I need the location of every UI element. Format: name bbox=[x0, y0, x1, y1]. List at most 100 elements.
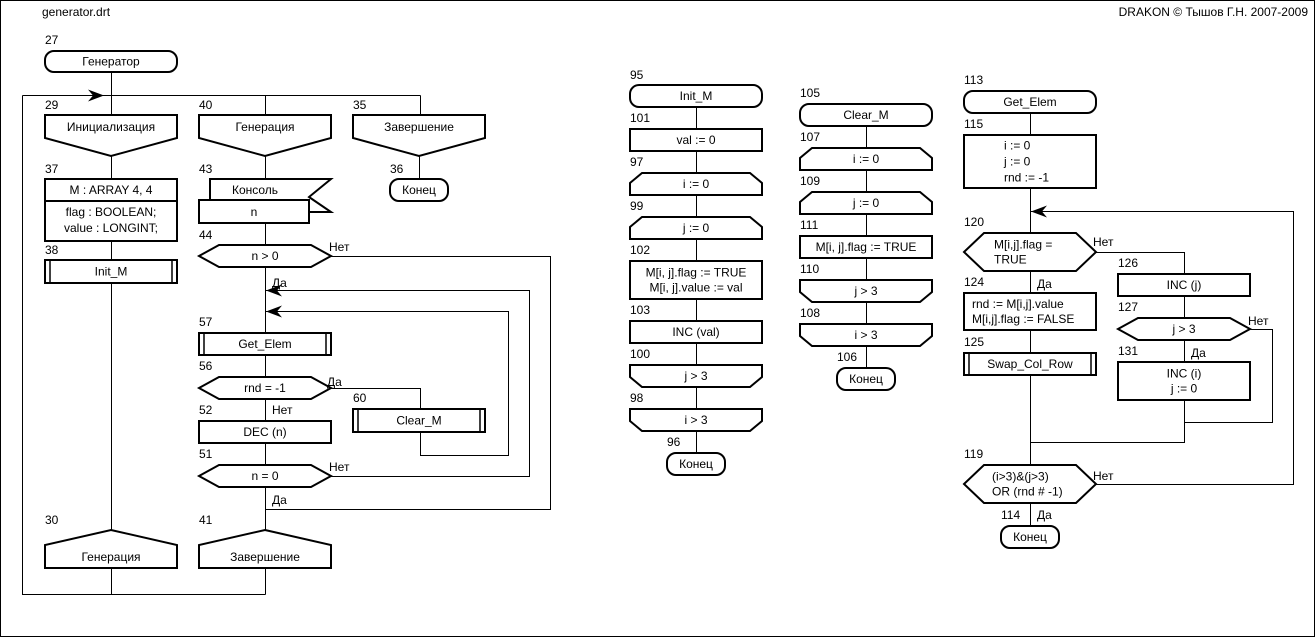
terminator-shape bbox=[836, 367, 896, 391]
node-number: 108 bbox=[800, 306, 820, 320]
loop-start-shape bbox=[629, 216, 763, 240]
node-text: j > 3 bbox=[853, 284, 877, 298]
loop-end-110[interactable]: 110 j > 3 bbox=[799, 262, 933, 303]
connector-line bbox=[1184, 329, 1273, 423]
branch-label: Нет bbox=[329, 460, 350, 474]
node-number: 29 bbox=[45, 98, 59, 112]
branch-header-shape bbox=[198, 114, 332, 158]
node-text: Конец bbox=[402, 183, 436, 197]
node-text: M : ARRAY 4, 4 bbox=[70, 183, 153, 197]
action-shape bbox=[198, 420, 332, 444]
subroutine-call-shape bbox=[198, 332, 332, 356]
action-shape bbox=[629, 320, 763, 344]
node-text: INC (i) bbox=[1167, 367, 1202, 381]
question-shape bbox=[962, 464, 1098, 504]
node-text: i := 0 bbox=[683, 177, 710, 191]
action-shape bbox=[799, 235, 933, 259]
question-shape bbox=[196, 244, 334, 268]
node-number: 36 bbox=[390, 162, 404, 176]
node-number: 40 bbox=[199, 98, 213, 112]
connector-line bbox=[1030, 211, 1294, 485]
branch-label: Да bbox=[327, 375, 342, 389]
connector-line bbox=[22, 95, 266, 595]
terminator-shape bbox=[963, 90, 1097, 114]
terminator-shape bbox=[666, 452, 726, 476]
node-text: i > 3 bbox=[854, 328, 877, 342]
branch-label: Да bbox=[272, 276, 287, 290]
loop-end-98[interactable]: 98i > 3 bbox=[629, 391, 763, 432]
terminator-shape bbox=[1000, 525, 1060, 549]
node-number: 96 bbox=[667, 435, 681, 449]
node-text: i := 0 bbox=[1004, 139, 1031, 153]
branch-address-shape bbox=[44, 528, 178, 569]
node-number: 35 bbox=[353, 98, 367, 112]
branch-label: Нет bbox=[1248, 314, 1269, 328]
node-text: n = 0 bbox=[251, 469, 278, 483]
node-number: 125 bbox=[964, 335, 984, 349]
subroutine-call-shape bbox=[352, 408, 486, 433]
loop-end-108[interactable]: 108 i > 3 bbox=[799, 306, 933, 347]
node-text: Завершение bbox=[384, 120, 454, 134]
node-text: rnd := -1 bbox=[1004, 171, 1049, 185]
subroutine-call-shape bbox=[44, 259, 178, 284]
loop-start-shape bbox=[629, 172, 763, 196]
node-text: n bbox=[251, 205, 258, 219]
arrow-icon bbox=[266, 305, 282, 318]
node-text: Генерация bbox=[81, 550, 140, 564]
node-text: j := 0 bbox=[1170, 382, 1198, 396]
node-number: 27 bbox=[45, 33, 59, 47]
question-44[interactable]: 44n > 0 bbox=[196, 228, 334, 268]
loop-start-97[interactable]: 97i := 0 bbox=[629, 155, 763, 196]
node-text: val := 0 bbox=[676, 133, 715, 147]
loop-start-99[interactable]: 99j := 0 bbox=[629, 199, 763, 240]
node-number: 57 bbox=[199, 315, 213, 329]
question-119[interactable]: 119(i>3)&(j>3)OR (rnd # -1) bbox=[962, 447, 1098, 504]
node-number: 98 bbox=[630, 391, 644, 405]
node-text: Init_M bbox=[680, 89, 713, 103]
action-shape bbox=[963, 292, 1097, 331]
node-text: Get_Elem bbox=[1003, 95, 1056, 109]
question-51[interactable]: 51n = 0 bbox=[196, 447, 334, 488]
node-number: 102 bbox=[630, 243, 650, 257]
node-number: 110 bbox=[800, 262, 819, 276]
arrow-icon bbox=[88, 89, 104, 102]
question-shape bbox=[196, 376, 334, 400]
copyright: DRAKON © Тышов Г.Н. 2007-2009 bbox=[1119, 5, 1309, 19]
branch-label: Да bbox=[1037, 508, 1052, 522]
